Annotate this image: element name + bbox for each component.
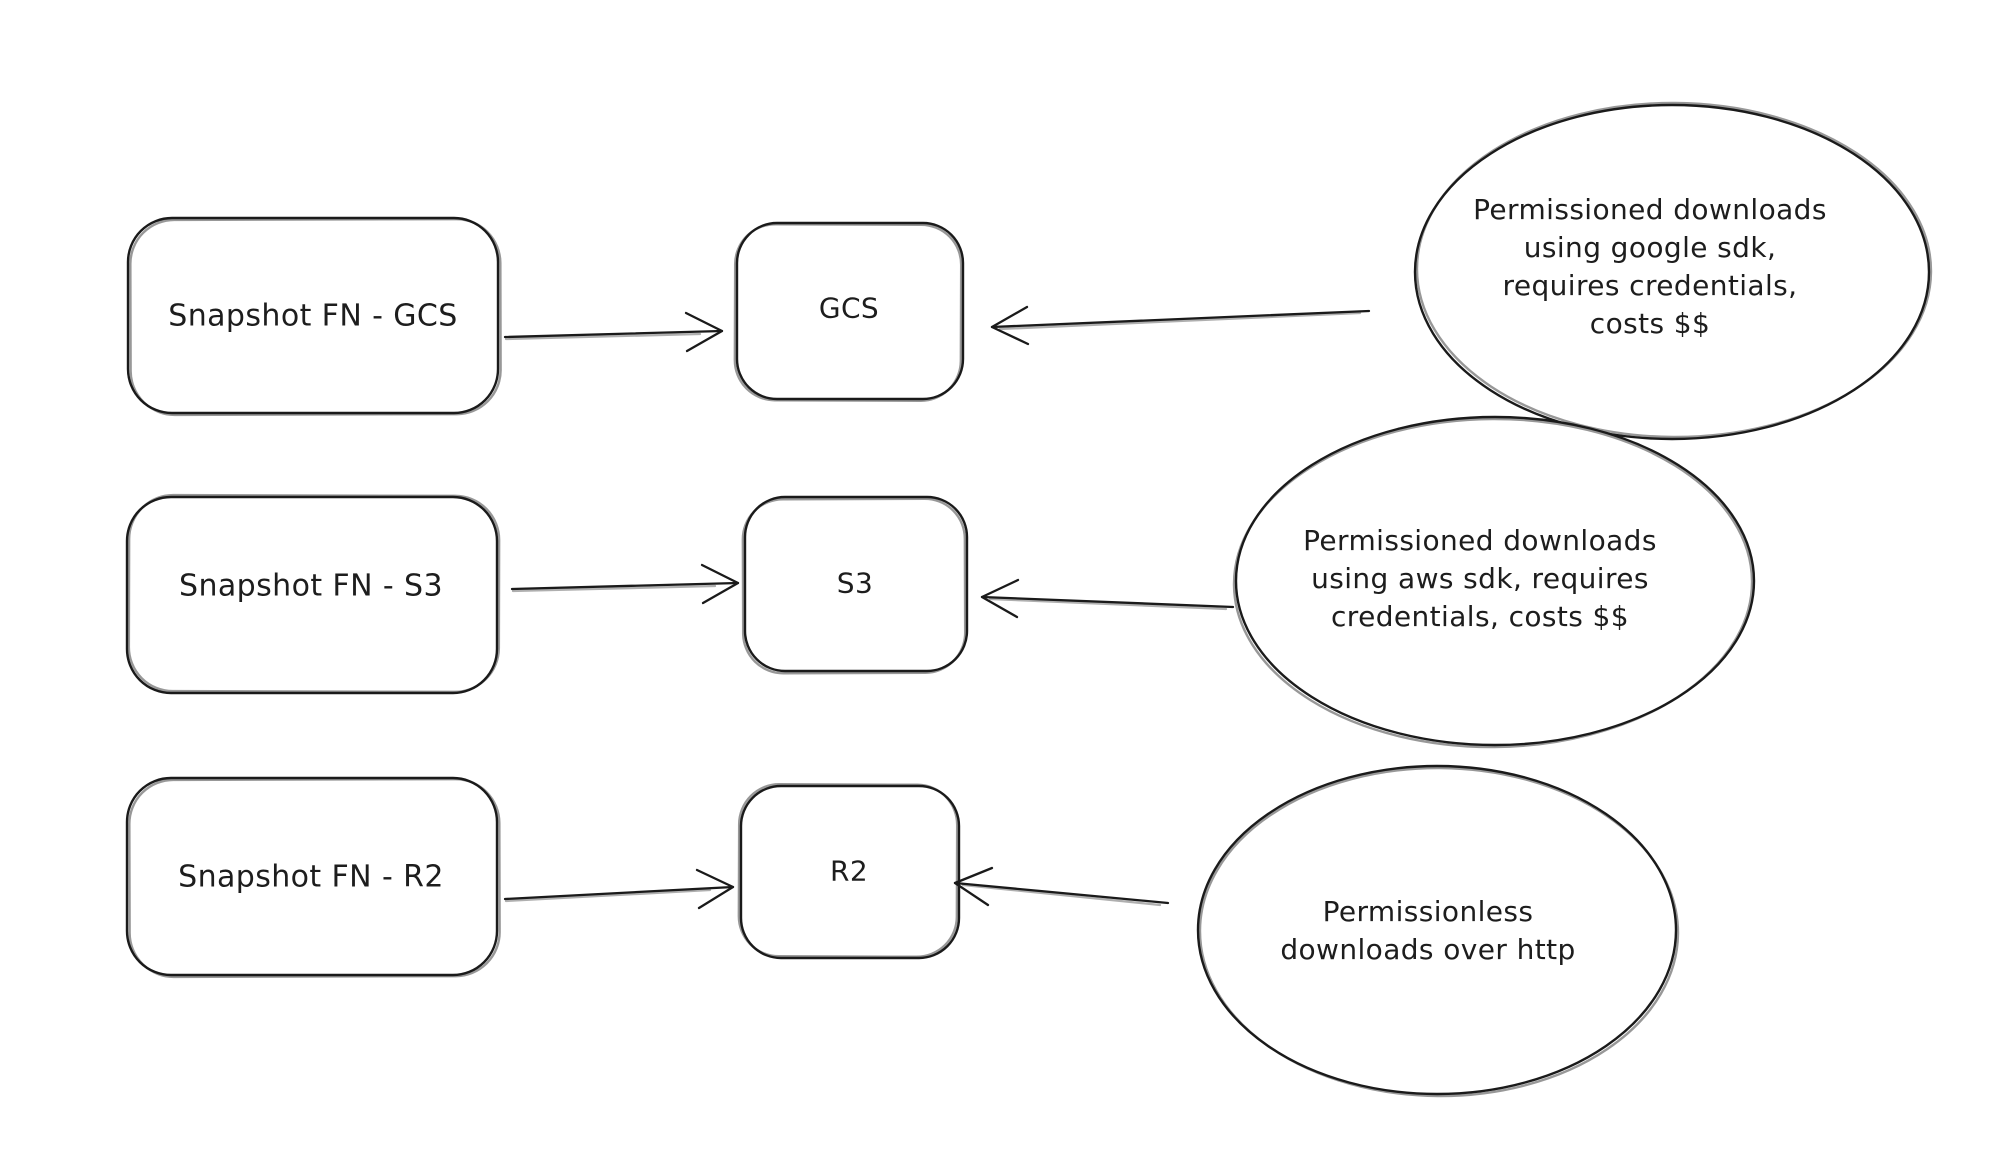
node-s3 (741, 495, 969, 675)
node-r2-label: R2 (829, 854, 869, 888)
note-ellipse-r2 (1196, 764, 1680, 1098)
note-ellipse-s3 (1232, 415, 1756, 749)
node-snapshot-fn-s3-label: Snapshot FN - S3 (179, 568, 443, 604)
arrow-snapshot-to-gcs (503, 311, 724, 353)
node-gcs (733, 221, 965, 402)
node-snapshot-fn-gcs (126, 216, 502, 417)
note-s3-text: Permissioned downloads using aws sdk, re… (1303, 524, 1657, 633)
node-r2 (737, 783, 961, 960)
node-snapshot-fn-s3 (125, 493, 501, 695)
arrow-snapshot-to-s3 (510, 563, 740, 605)
note-gcs-text: Permissioned downloads using google sdk,… (1473, 193, 1827, 340)
node-gcs-label: GCS (818, 291, 880, 325)
arrow-note-to-s3 (980, 578, 1235, 619)
note-ellipse-gcs (1413, 101, 1933, 441)
node-snapshot-fn-r2-label: Snapshot FN - R2 (178, 859, 444, 895)
arrow-note-to-gcs (990, 305, 1371, 346)
node-snapshot-fn-gcs-label: Snapshot FN - GCS (168, 298, 458, 334)
arrow-snapshot-to-r2 (503, 868, 735, 910)
arrow-note-to-r2 (953, 866, 1170, 907)
note-r2-text: Permissionless downloads over http (1280, 895, 1576, 966)
node-snapshot-fn-r2 (125, 776, 501, 979)
node-s3-label: S3 (836, 566, 874, 600)
